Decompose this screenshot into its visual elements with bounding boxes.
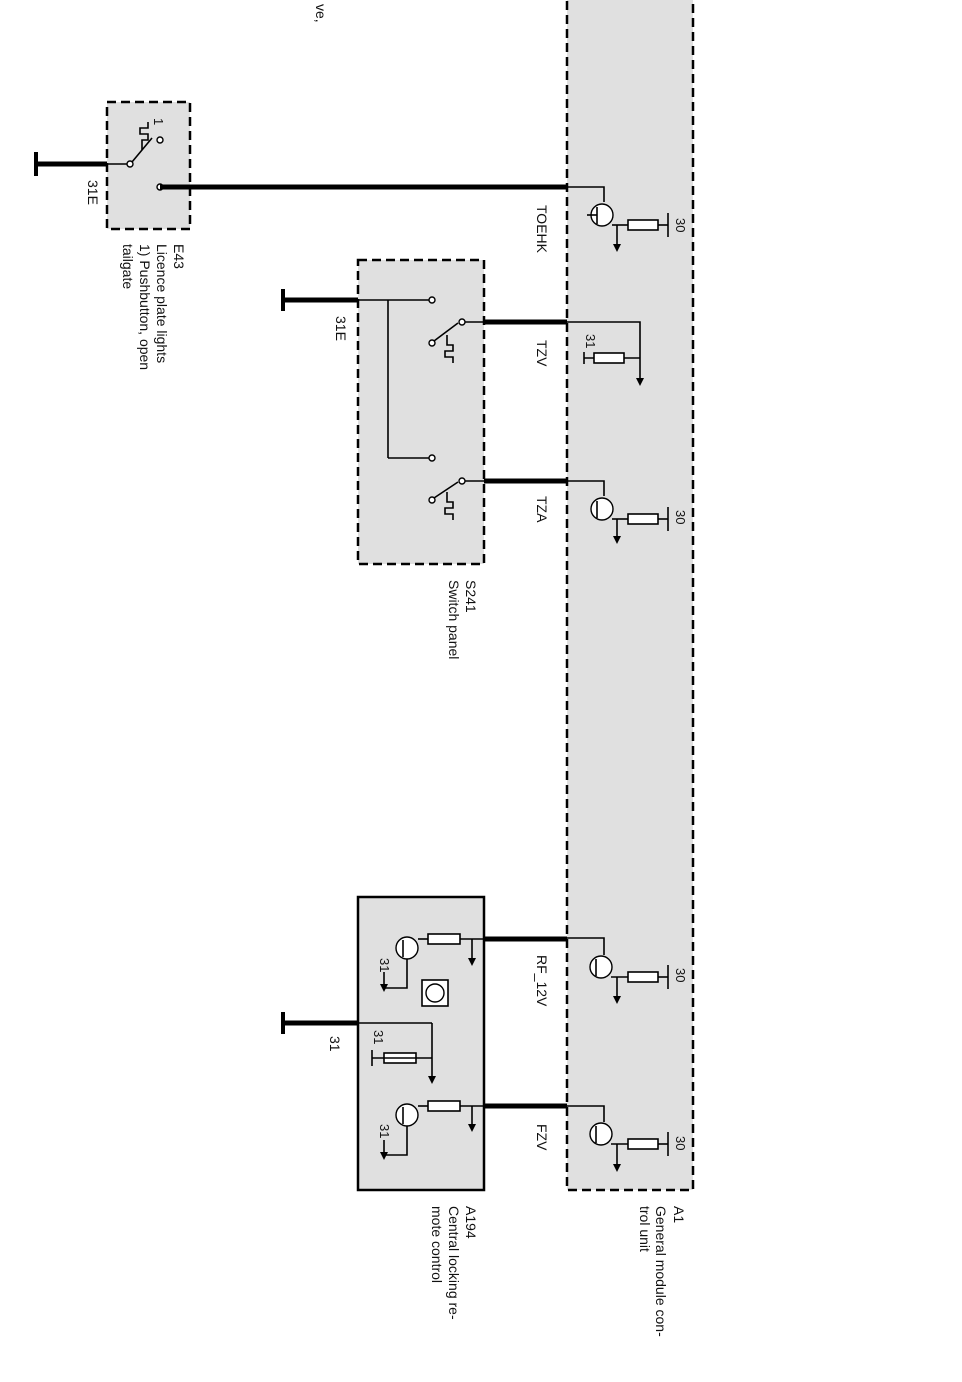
e43-name-line3: tailgate (120, 244, 136, 289)
a1-supply-30-label-4: 30 (673, 1136, 688, 1150)
pin-tza-label: TZA (534, 496, 550, 523)
a1-supply-30-label-3: 30 (673, 968, 688, 982)
a1-ground-31-label: 31 (583, 334, 598, 348)
e43-switch-mark: 1 (151, 118, 166, 125)
a1-id-label: A1 (671, 1206, 687, 1223)
a194-ground-label-lower: 31 (377, 1124, 392, 1138)
s241-switch-panel: 31E S241 Switch panel (281, 258, 486, 659)
a1-name-line2: trol unit (637, 1206, 653, 1252)
a1-name-line1: General module con- (653, 1206, 669, 1337)
s241-ground-label: 31E (333, 316, 349, 341)
pin-fzv-label: FZV (534, 1124, 550, 1151)
pin-rf12v-label: RF_12V (534, 955, 550, 1007)
pin-tzv-label: TZV (534, 340, 550, 367)
a1-toehk-output-stage: 30 (567, 186, 688, 252)
s241-name-label: Switch panel (446, 580, 462, 659)
e43-name-line2: 1) Pushbutton, open (137, 244, 153, 370)
page-fragment-text: ve, (313, 4, 329, 23)
a1-supply-30-label: 30 (673, 218, 688, 232)
a1-supply-30-label-2: 30 (673, 510, 688, 524)
a194-ground-label: 31 (327, 1036, 343, 1052)
s241-id-label: S241 (463, 580, 479, 613)
a194-id-label: A194 (463, 1206, 479, 1239)
e43-ground-label: 31E (85, 180, 101, 205)
a1-tza-output-stage: 30 (567, 480, 688, 544)
a194-name-line1: Central locking re- (446, 1206, 462, 1320)
a194-name-line2: mote control (429, 1206, 445, 1283)
a1-tzv-input-stage: 31 (567, 321, 644, 386)
a194-internal-ground-label: 31 (371, 1030, 386, 1044)
a1-rf12v-output-stage: 30 (567, 937, 688, 1004)
a194-central-locking-remote: 31 31 31 31 A194 Central locking re- mot… (281, 895, 486, 1320)
a1-fzv-output-stage: 30 (567, 1105, 688, 1172)
e43-id-label: E43 (171, 244, 187, 269)
a1-general-module: A1 General module con- trol unit 30 (565, 0, 695, 1337)
e43-pushbutton-tailgate: 1 31E E43 Licence plate lights 1) Pushbu… (34, 100, 192, 370)
a194-ground-label-upper: 31 (377, 958, 392, 972)
e43-name-line1: Licence plate lights (154, 244, 170, 363)
pin-toehk-label: TOEHK (534, 205, 550, 254)
